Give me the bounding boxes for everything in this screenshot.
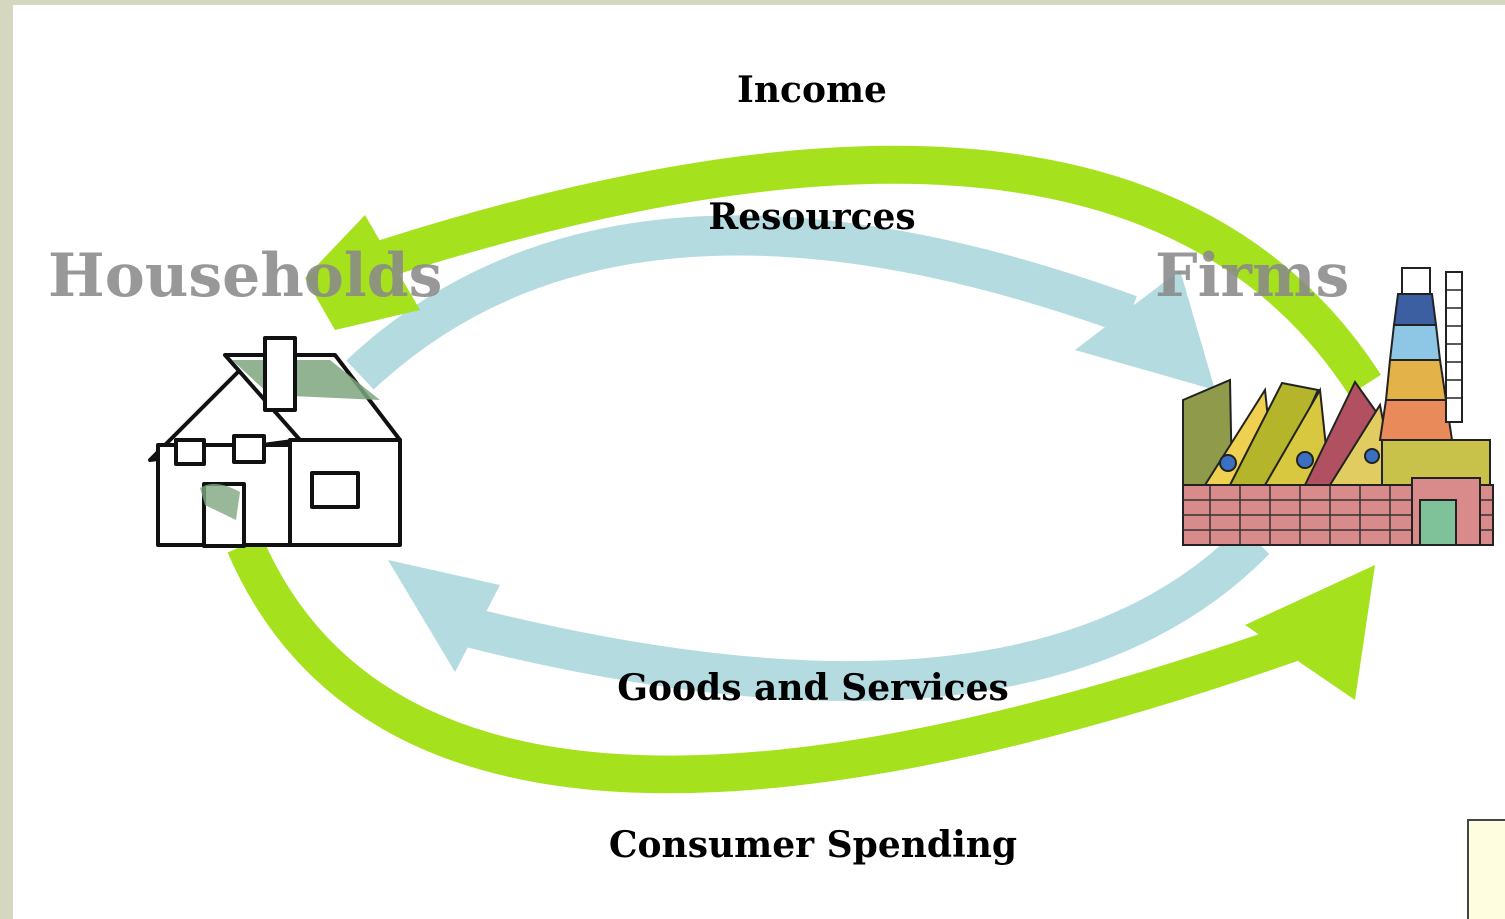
firms-label: Firms	[1155, 241, 1349, 311]
income-arrow	[305, 145, 1381, 396]
resources-label: Resources	[708, 196, 915, 238]
goods-services-label: Goods and Services	[617, 667, 1009, 709]
resources-arrow	[346, 215, 1215, 390]
factory-icon	[1182, 267, 1494, 546]
house-icon	[148, 336, 402, 548]
consumer-spending-label: Consumer Spending	[609, 824, 1017, 866]
corner-note-box	[1467, 819, 1505, 919]
goods-services-arrow	[388, 526, 1270, 701]
households-label: Households	[48, 241, 442, 311]
income-label: Income	[737, 69, 887, 111]
consumer-spending-arrow	[227, 537, 1375, 794]
